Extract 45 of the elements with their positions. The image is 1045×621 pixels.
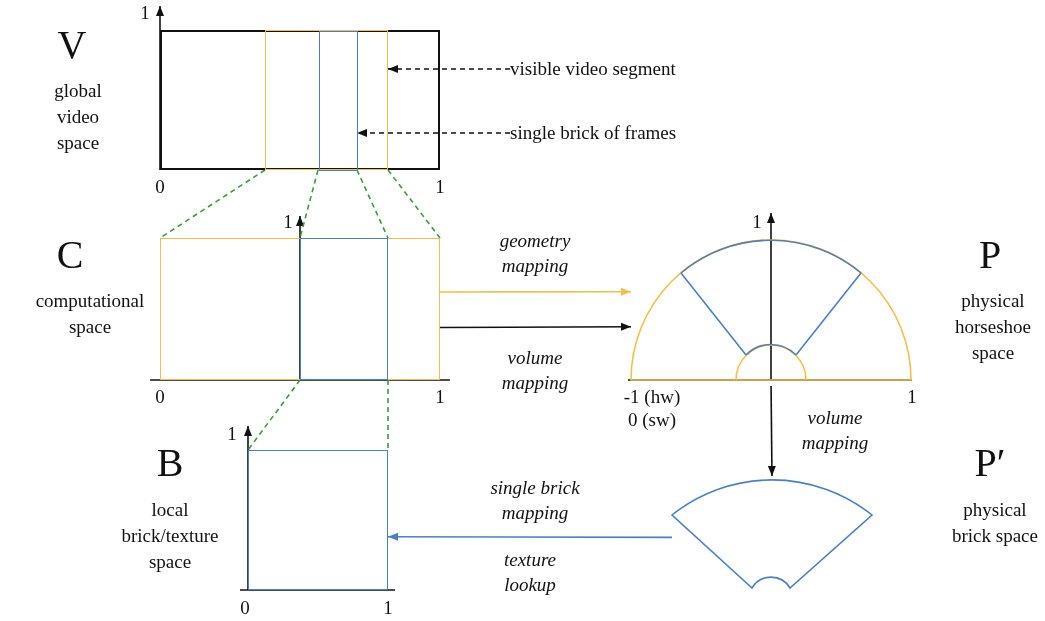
space-description: local brick/texture space	[120, 498, 220, 574]
arrow	[767, 385, 776, 477]
space-description: physical brick space	[951, 498, 1039, 548]
space-letter: P	[978, 232, 1002, 278]
note-text: texture lookup	[502, 548, 557, 597]
space-letter: P′	[974, 440, 1006, 486]
tick-label: 1	[435, 176, 445, 198]
space-description: computational space	[34, 289, 146, 339]
segment-outline	[265, 30, 388, 170]
space-letter: C	[56, 232, 84, 278]
edge-label: volume mapping	[500, 346, 570, 395]
tick-label: 1	[752, 211, 762, 233]
tick-label: -1 (hw)	[623, 386, 681, 408]
tick-label: 1	[383, 597, 393, 619]
projection-line	[387, 379, 389, 451]
brick-outline	[300, 238, 388, 380]
projection-line	[299, 169, 319, 239]
tick-label: 0	[155, 176, 165, 198]
leader-line	[356, 129, 511, 138]
callout-text: single brick of frames	[510, 119, 677, 147]
tick-label: 1	[227, 423, 237, 445]
tick-label: 1	[435, 386, 445, 408]
leader-line	[387, 64, 511, 73]
projection-line	[247, 379, 301, 451]
arrow	[439, 322, 632, 331]
arrow	[439, 287, 632, 296]
edge-label: single brick mapping	[489, 476, 581, 525]
arrow	[387, 532, 673, 541]
brick-outline	[319, 31, 358, 171]
space-letter: B	[156, 440, 184, 486]
space-description: physical horseshoe space	[954, 289, 1032, 365]
edge-label: geometry mapping	[498, 229, 572, 278]
callout-text: visible video segment	[510, 55, 676, 83]
tick-label: 0	[155, 386, 165, 408]
projection-line	[387, 169, 441, 239]
projection-line	[159, 169, 266, 239]
space-letter: V	[57, 22, 87, 68]
projection-line	[356, 169, 389, 239]
tick-label: 1	[283, 211, 293, 233]
space-description: global video space	[53, 79, 103, 155]
tick-label: 0	[240, 597, 250, 619]
tick-label: 0 (sw)	[628, 409, 676, 431]
edge-label: volume mapping	[800, 406, 870, 455]
tick-label: 1	[140, 2, 150, 24]
tick-label: 1	[907, 386, 917, 408]
